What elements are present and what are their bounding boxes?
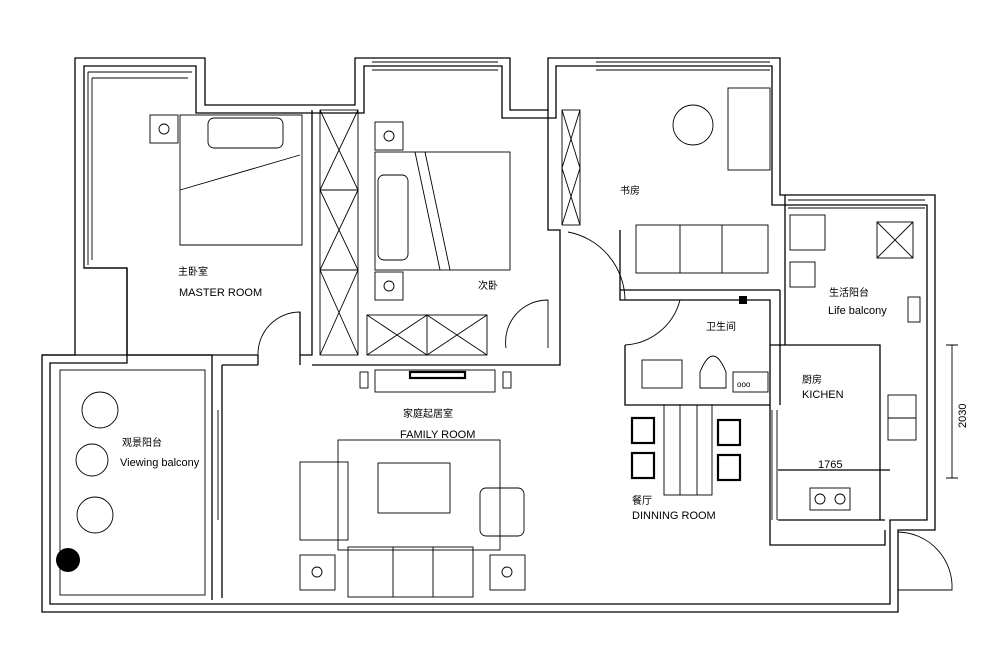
life-balcony-label: Life balcony [828,305,887,317]
master-bed [149,114,303,246]
viewing-balcony-furniture [56,369,206,596]
svg-text:ooo: ooo [737,380,751,389]
family-furniture [299,369,526,598]
study-furniture [635,87,771,274]
master-room-label: MASTER ROOM [179,287,262,299]
master-room-label-cn: 主卧室 [178,265,208,278]
kitchen-width-dimension: 1765 [818,459,842,471]
dining-label: DINNING ROOM [632,510,716,522]
exterior-walls [41,57,936,613]
doors [257,231,953,591]
bath-door [624,299,681,346]
master-door [257,311,301,356]
family-room-label: FAMILY ROOM [400,429,475,441]
kitchen-label-cn: 厨房 [802,373,822,386]
study-label-cn: 书房 [620,184,640,197]
viewing-balcony-label: Viewing balcony [120,457,200,469]
kitchen-depth-dimension: 2030 [957,404,969,428]
entry-door [897,531,953,591]
dining-label-cn: 餐厅 [632,494,652,507]
life-balcony-fixtures [789,214,921,323]
second-bed [374,121,511,301]
kitchen-fixtures [778,344,958,511]
dining-set [630,404,742,496]
study-door [567,231,626,301]
life-balcony-label-cn: 生活阳台 [829,286,869,299]
viewing-balcony-label-cn: 观景阳台 [122,436,162,449]
bathroom-fixtures: ooo [641,296,769,393]
bedroom-door [505,299,549,349]
second-bedroom-label-cn: 次卧 [478,279,498,292]
family-room-label-cn: 家庭起居室 [403,407,453,420]
kitchen-label: KICHEN [802,389,844,401]
bathroom-label-cn: 卫生间 [706,320,736,333]
wardrobes [319,109,581,356]
plant-icon [56,548,80,572]
